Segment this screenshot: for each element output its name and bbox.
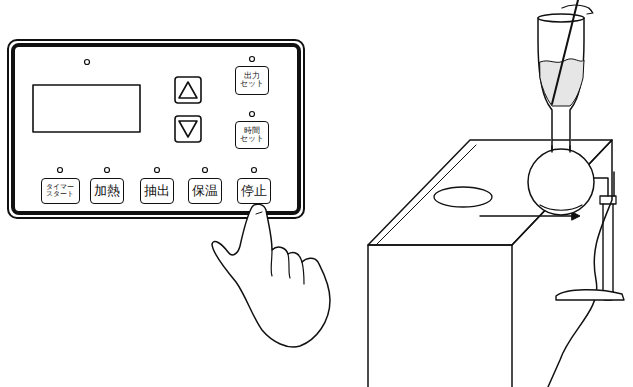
button-label: 出力 セット	[236, 72, 268, 89]
counter-top	[368, 140, 612, 245]
down-button	[175, 116, 201, 142]
counter-front	[368, 245, 512, 387]
panel-face	[13, 45, 299, 213]
counter-side-cutaway	[512, 140, 612, 387]
button-label: 抽出	[144, 184, 170, 198]
upper-funnel	[538, 18, 584, 150]
control-button: 停止	[237, 178, 271, 204]
stand-base	[556, 290, 624, 300]
button-label: タイマー スタート	[42, 184, 79, 199]
finger-creases	[271, 250, 304, 284]
fingernail	[256, 212, 262, 214]
panel-housing	[8, 40, 304, 218]
stand-arm	[594, 172, 614, 196]
control-button: 時間 セット	[235, 121, 269, 149]
down-arrow-symbol	[179, 121, 197, 137]
stir-stick	[552, 0, 578, 104]
control-button: 抽出	[140, 178, 174, 204]
button-label: 時間 セット	[236, 127, 268, 144]
stand-handle	[603, 204, 613, 292]
funnel-rim	[538, 14, 584, 22]
control-button: タイマー スタート	[41, 178, 80, 204]
control-button: 出力 セット	[235, 66, 269, 95]
control-button: 保温	[188, 178, 222, 204]
button-label: 加熱	[94, 184, 120, 198]
counter-edge-line	[376, 145, 476, 245]
button-label: 停止	[241, 184, 267, 198]
button-label: 保温	[192, 184, 218, 198]
stand-clamp	[600, 196, 616, 204]
heater-hole	[434, 187, 492, 207]
stir-motion	[562, 5, 592, 12]
up-button	[175, 77, 201, 103]
flask-liquid	[540, 205, 582, 210]
display-window	[33, 85, 140, 132]
pressing-hand	[212, 204, 330, 347]
up-arrow-symbol	[179, 82, 197, 98]
indicator-leds	[58, 57, 257, 173]
control-button: 加熱	[90, 178, 124, 204]
lower-flask	[528, 149, 594, 215]
